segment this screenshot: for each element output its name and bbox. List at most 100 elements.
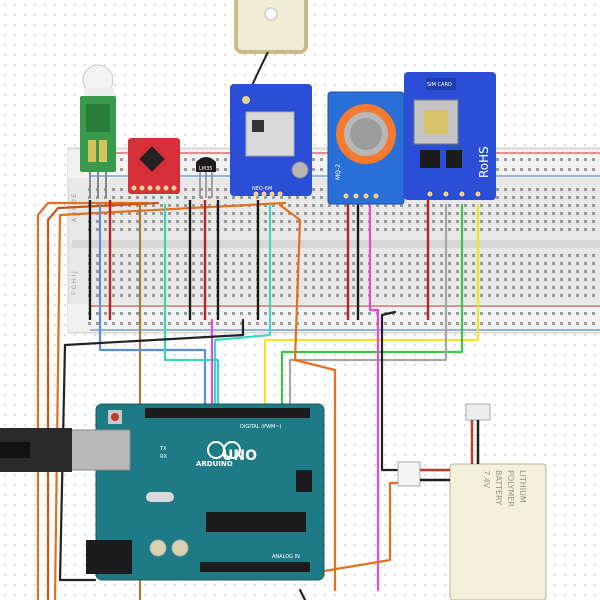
breadboard-hole bbox=[208, 294, 211, 297]
breadboard-hole bbox=[152, 322, 155, 325]
breadboard-hole bbox=[248, 262, 251, 265]
breadboard-hole bbox=[312, 196, 315, 199]
gps-antenna bbox=[234, 0, 308, 91]
breadboard-hole bbox=[448, 228, 451, 231]
breadboard-hole bbox=[360, 204, 363, 207]
breadboard-hole bbox=[320, 188, 323, 191]
breadboard-hole bbox=[112, 262, 115, 265]
breadboard-hole bbox=[232, 278, 235, 281]
breadboard-hole bbox=[400, 294, 403, 297]
breadboard-hole bbox=[336, 204, 339, 207]
breadboard-hole bbox=[200, 278, 203, 281]
breadboard-hole bbox=[112, 312, 115, 315]
breadboard-hole bbox=[144, 254, 147, 257]
breadboard-hole bbox=[424, 212, 427, 215]
battery-line2: POLYMER bbox=[506, 470, 515, 507]
breadboard-hole bbox=[432, 254, 435, 257]
breadboard-hole bbox=[544, 270, 547, 273]
breadboard-hole bbox=[320, 312, 323, 315]
usb-cable bbox=[0, 428, 72, 472]
breadboard-hole bbox=[480, 322, 483, 325]
breadboard-hole bbox=[512, 322, 515, 325]
breadboard-hole bbox=[344, 312, 347, 315]
breadboard-hole bbox=[240, 270, 243, 273]
temp-sensor-label: LM35 bbox=[199, 166, 212, 172]
breadboard-hole bbox=[584, 188, 587, 191]
breadboard-hole bbox=[296, 220, 299, 223]
breadboard-hole bbox=[568, 168, 571, 171]
breadboard-hole bbox=[424, 228, 427, 231]
breadboard-hole bbox=[560, 312, 563, 315]
breadboard-hole bbox=[584, 312, 587, 315]
breadboard-hole bbox=[128, 322, 131, 325]
breadboard-hole bbox=[120, 262, 123, 265]
breadboard-hole bbox=[544, 262, 547, 265]
breadboard-hole bbox=[240, 212, 243, 215]
breadboard-hole bbox=[152, 204, 155, 207]
breadboard-hole bbox=[288, 262, 291, 265]
wire-teal bbox=[163, 203, 220, 410]
breadboard-hole bbox=[232, 270, 235, 273]
breadboard-hole bbox=[232, 220, 235, 223]
breadboard-hole bbox=[584, 204, 587, 207]
breadboard-hole bbox=[168, 220, 171, 223]
breadboard-hole bbox=[424, 204, 427, 207]
breadboard-hole bbox=[512, 158, 515, 161]
breadboard-hole bbox=[112, 254, 115, 257]
breadboard-hole bbox=[528, 254, 531, 257]
breadboard-hole bbox=[504, 204, 507, 207]
breadboard-hole bbox=[320, 168, 323, 171]
breadboard-hole bbox=[200, 286, 203, 289]
breadboard-hole bbox=[376, 286, 379, 289]
breadboard-hole bbox=[592, 254, 595, 257]
wire-gray bbox=[288, 203, 448, 414]
breadboard-hole bbox=[104, 262, 107, 265]
breadboard-hole bbox=[528, 262, 531, 265]
breadboard-hole bbox=[536, 196, 539, 199]
breadboard-hole bbox=[96, 312, 99, 315]
breadboard-hole bbox=[456, 312, 459, 315]
breadboard-hole bbox=[120, 196, 123, 199]
breadboard-hole bbox=[408, 204, 411, 207]
breadboard-hole bbox=[392, 286, 395, 289]
breadboard-hole bbox=[200, 228, 203, 231]
breadboard-hole bbox=[256, 322, 259, 325]
breadboard-hole bbox=[104, 294, 107, 297]
breadboard-hole bbox=[272, 204, 275, 207]
breadboard-hole bbox=[120, 188, 123, 191]
breadboard-hole bbox=[136, 270, 139, 273]
breadboard-hole bbox=[544, 220, 547, 223]
breadboard-hole bbox=[536, 228, 539, 231]
breadboard-hole bbox=[528, 168, 531, 171]
breadboard-hole bbox=[320, 204, 323, 207]
breadboard-hole bbox=[288, 312, 291, 315]
capacitor-1 bbox=[149, 539, 167, 557]
breadboard-hole bbox=[400, 204, 403, 207]
breadboard-hole bbox=[128, 278, 131, 281]
breadboard-hole bbox=[472, 270, 475, 273]
breadboard-hole bbox=[528, 196, 531, 199]
breadboard-hole bbox=[200, 204, 203, 207]
breadboard-hole bbox=[112, 196, 115, 199]
breadboard-hole bbox=[568, 270, 571, 273]
breadboard-hole bbox=[144, 204, 147, 207]
breadboard-hole bbox=[352, 262, 355, 265]
breadboard-hole bbox=[416, 286, 419, 289]
breadboard-hole bbox=[544, 204, 547, 207]
gps-label: NEO-6M bbox=[252, 186, 272, 192]
breadboard-hole bbox=[352, 322, 355, 325]
breadboard-hole bbox=[312, 212, 315, 215]
breadboard-hole bbox=[152, 278, 155, 281]
breadboard-hole bbox=[208, 278, 211, 281]
breadboard-hole bbox=[240, 294, 243, 297]
breadboard-hole bbox=[328, 278, 331, 281]
breadboard-hole bbox=[376, 278, 379, 281]
breadboard-hole bbox=[152, 270, 155, 273]
breadboard-hole bbox=[288, 220, 291, 223]
breadboard-hole bbox=[400, 262, 403, 265]
breadboard-hole bbox=[192, 204, 195, 207]
breadboard-hole bbox=[184, 254, 187, 257]
breadboard-hole bbox=[504, 312, 507, 315]
breadboard-hole bbox=[568, 228, 571, 231]
breadboard-hole bbox=[512, 168, 515, 171]
